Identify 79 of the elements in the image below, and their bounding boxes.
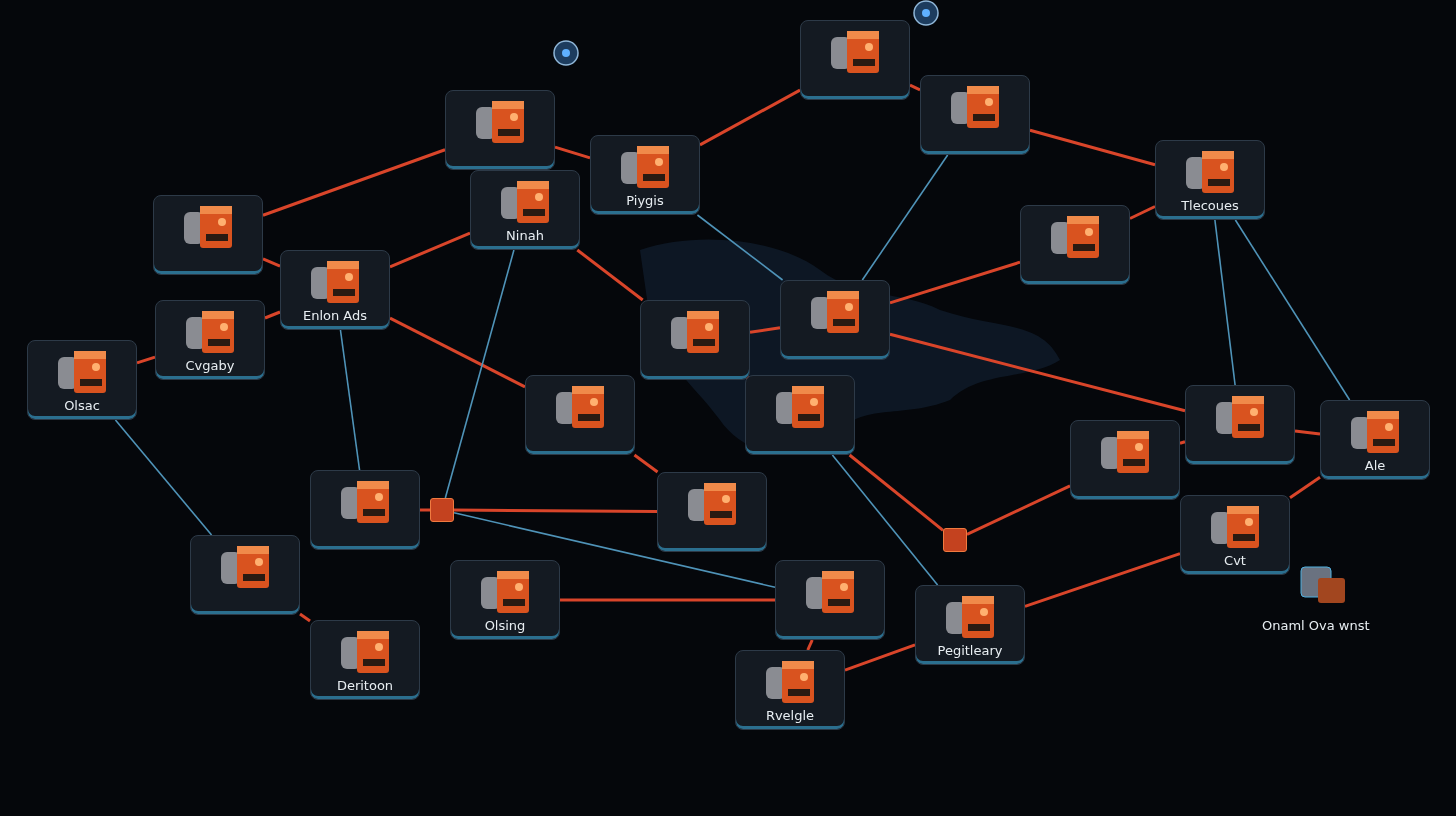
node-label: Olsing — [483, 618, 527, 633]
node-label: Tlecoues — [1180, 198, 1240, 213]
platform-tile — [1155, 140, 1265, 220]
platform-tile — [590, 135, 700, 215]
connection-line — [966, 484, 1071, 536]
connection-line — [749, 326, 781, 334]
platform-tile — [525, 375, 635, 455]
connection-line — [576, 248, 644, 302]
platform-tile — [445, 90, 555, 170]
cable-line — [861, 154, 949, 281]
platform-tile — [470, 170, 580, 250]
platform-tile — [775, 560, 885, 640]
connection-line — [389, 231, 471, 269]
connection-line — [1294, 429, 1321, 436]
connection-line — [889, 332, 1186, 413]
node-label: Deritoon — [335, 678, 395, 693]
connection-line — [264, 310, 281, 320]
connection-line — [454, 508, 657, 514]
platform-tile — [310, 620, 420, 700]
connection-line — [1129, 205, 1156, 220]
platform-tile — [450, 560, 560, 640]
platform-tile — [190, 535, 300, 615]
cable-line — [114, 419, 213, 536]
platform-tile — [1180, 495, 1290, 575]
connection-line — [1179, 440, 1186, 445]
connection-line — [806, 639, 814, 651]
platform-tile — [27, 340, 137, 420]
node-label: Pegitleary — [936, 643, 1004, 658]
platform-tile — [915, 585, 1025, 665]
platform-tile — [1185, 385, 1295, 465]
text-label: Onaml Ova wnst — [1262, 618, 1370, 633]
cable-line — [339, 329, 361, 471]
platform-tile — [745, 375, 855, 455]
cable-line — [444, 249, 515, 499]
platform-tile — [920, 75, 1030, 155]
node-label: Ale — [1363, 458, 1387, 473]
connection-line — [1289, 476, 1321, 499]
connection-line — [554, 145, 591, 160]
connection-line — [889, 260, 1021, 305]
platform-tile — [310, 470, 420, 550]
connection-line — [1029, 128, 1156, 167]
connection-line — [262, 148, 446, 217]
platform-tile — [800, 20, 910, 100]
connection-line — [560, 598, 775, 602]
node-label: Enlon Ads — [301, 308, 369, 323]
platform-tile — [1320, 400, 1430, 480]
platform-tile — [1020, 205, 1130, 285]
cable-line — [1214, 219, 1236, 386]
node-label: Olsac — [63, 398, 101, 413]
platform-tile — [280, 250, 390, 330]
platform-tile — [640, 300, 750, 380]
connection-line — [844, 643, 916, 672]
cable-line — [453, 511, 776, 589]
cable-line — [831, 454, 939, 586]
cable-line — [696, 214, 784, 281]
connection-line — [299, 612, 311, 623]
connection-line — [389, 316, 526, 389]
platform-tile — [155, 300, 265, 380]
platform-tile — [1070, 420, 1180, 500]
node-label: Piygis — [625, 193, 665, 208]
connection-line — [420, 508, 430, 512]
platform-tile — [153, 195, 263, 275]
platform-tile — [657, 472, 767, 552]
node-label: Rvelgle — [764, 708, 816, 723]
connection-line — [262, 257, 281, 268]
connection-line — [136, 355, 156, 365]
junction-box — [430, 498, 454, 522]
platform-tile — [780, 280, 890, 360]
node-label: Cvt — [1223, 553, 1247, 568]
connection-line — [633, 453, 659, 474]
connection-line — [848, 453, 944, 532]
platform-tile — [735, 650, 845, 730]
cable-line — [1234, 219, 1351, 401]
node-label: Ninah — [505, 228, 545, 243]
node-label: Cvgaby — [184, 358, 236, 373]
connection-line — [909, 83, 921, 92]
connection-line — [699, 88, 801, 147]
connection-line — [1024, 552, 1181, 608]
junction-box — [943, 528, 967, 552]
